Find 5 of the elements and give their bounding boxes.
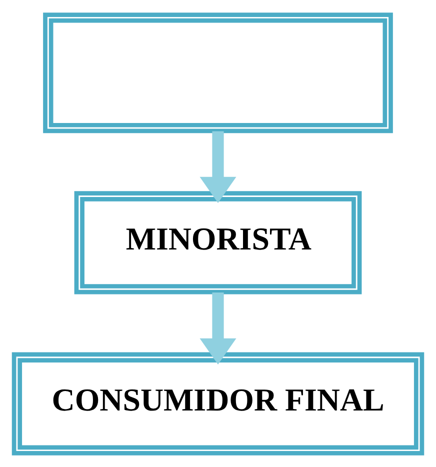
- node-box: CONSUMIDOR FINAL: [12, 352, 424, 455]
- arrow: [200, 130, 236, 202]
- node-box: MINORISTA: [74, 190, 362, 294]
- arrow: [200, 292, 236, 364]
- node-box: [43, 12, 393, 133]
